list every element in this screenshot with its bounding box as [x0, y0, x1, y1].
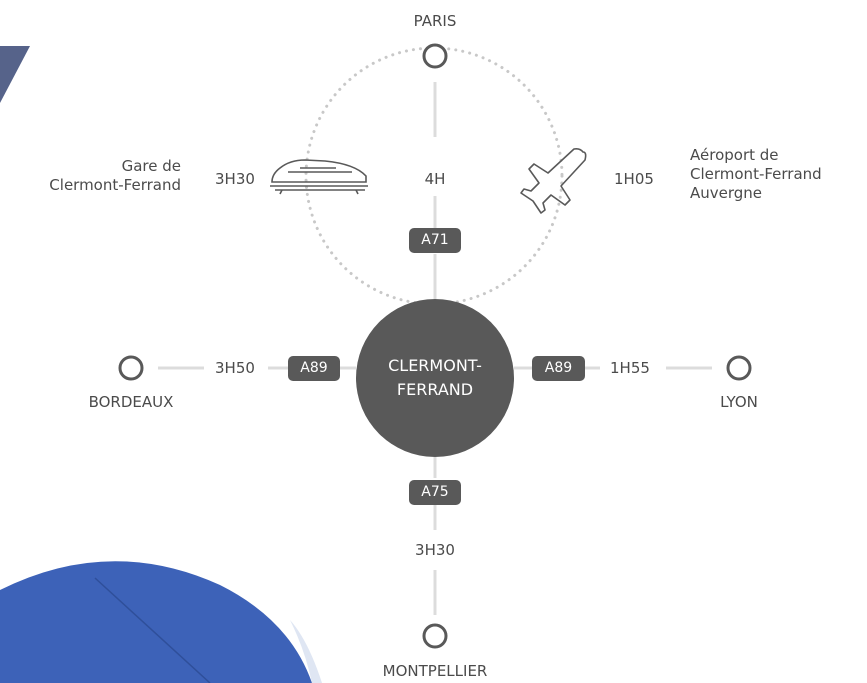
ring-icon: [726, 355, 752, 381]
airport-line3: Auvergne: [690, 184, 763, 202]
train-station-label: Gare de Clermont-Ferrand: [49, 157, 181, 195]
airport-line1: Aéroport de: [690, 146, 779, 164]
corner-photo-shape: [0, 561, 312, 683]
duration-lyon: 1H55: [610, 359, 650, 377]
duration-paris-road: 4H: [424, 170, 446, 188]
airport-label: Aéroport de Clermont-Ferrand Auvergne: [690, 146, 822, 203]
ring-icon: [422, 43, 448, 69]
center-hub-line2: FERRAND: [396, 380, 474, 399]
city-label-lyon: LYON: [720, 393, 758, 411]
duration-plane: 1H05: [614, 170, 654, 188]
road-badge-north: A71: [409, 228, 461, 253]
duration-train: 3H30: [215, 170, 255, 188]
duration-bordeaux: 3H50: [215, 359, 255, 377]
ring-icon: [422, 623, 448, 649]
ring-icon: [118, 355, 144, 381]
train-station-line1: Gare de: [121, 157, 181, 175]
corner-shape-top: [0, 46, 30, 103]
airplane-icon: [520, 148, 587, 214]
airport-line2: Clermont-Ferrand: [690, 165, 822, 183]
city-label-montpellier: MONTPELLIER: [382, 662, 488, 680]
duration-montpellier: 3H30: [415, 541, 455, 559]
road-badge-south: A75: [409, 480, 461, 505]
train-station-line2: Clermont-Ferrand: [49, 176, 181, 194]
photo-glow: [290, 620, 322, 683]
train-icon: [270, 159, 368, 195]
city-label-paris: PARIS: [413, 12, 457, 30]
center-hub-line1: CLERMONT-: [388, 356, 482, 375]
photo-line: [94, 577, 211, 683]
center-hub: CLERMONT- FERRAND: [356, 299, 514, 457]
road-badge-west: A89: [288, 356, 340, 381]
road-badge-east: A89: [532, 356, 585, 381]
city-label-bordeaux: BORDEAUX: [88, 393, 174, 411]
